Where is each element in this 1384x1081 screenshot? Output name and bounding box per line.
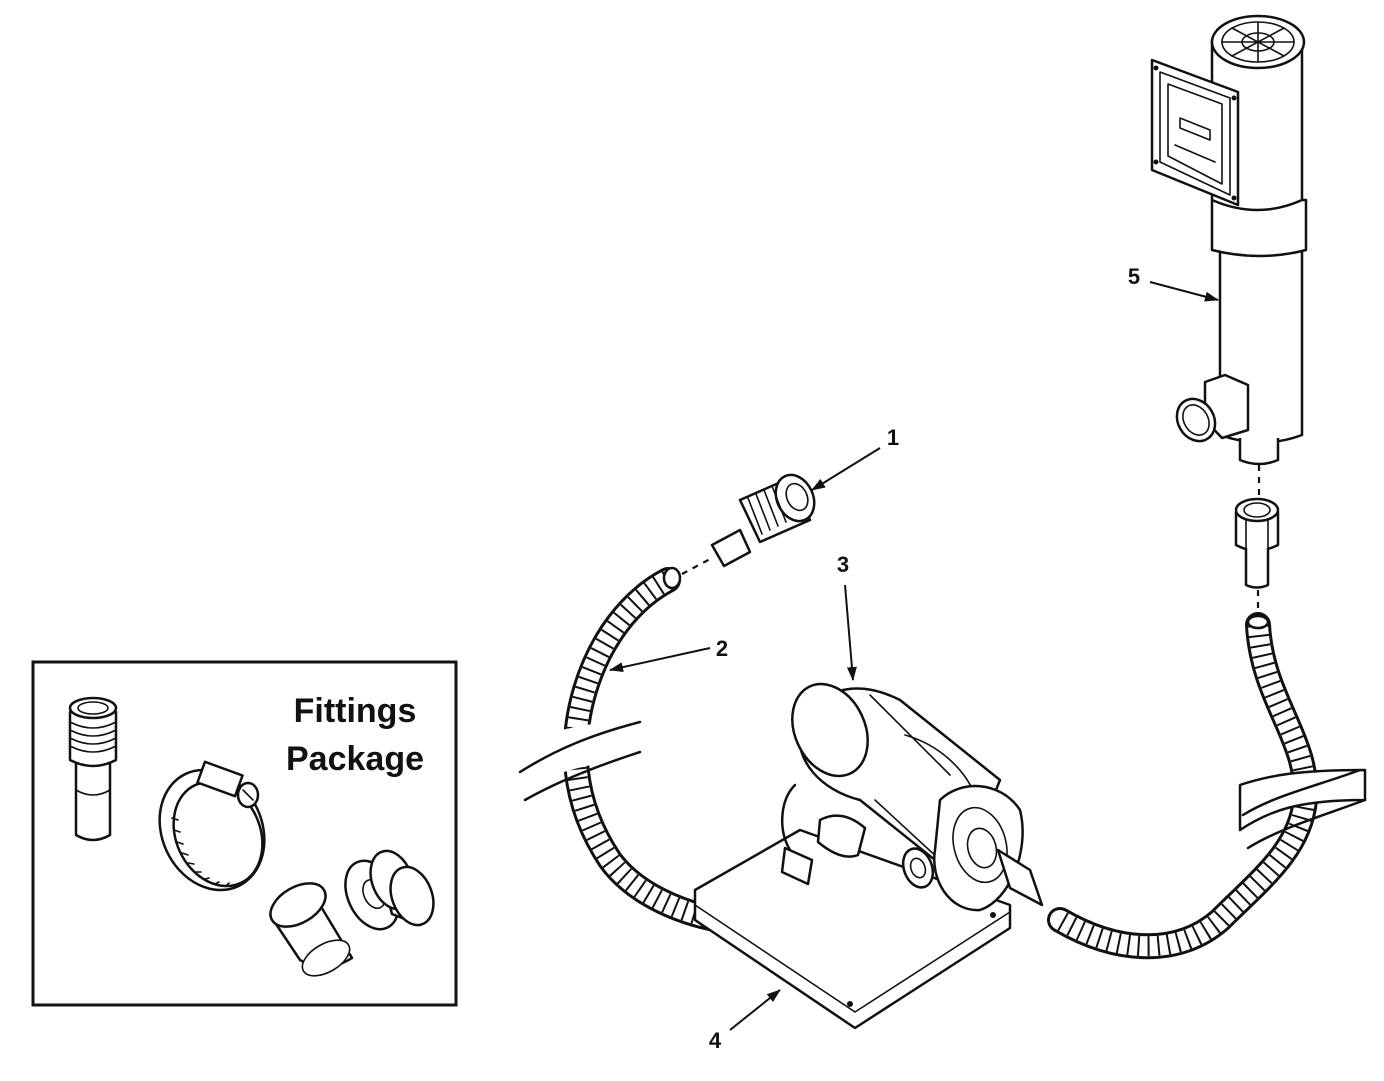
union-nut-fitting (1234, 497, 1280, 589)
fittings-package-title-line2: Package (286, 740, 424, 778)
callout-label-3: 3 (837, 552, 849, 577)
return-inlet-fitting (710, 473, 816, 568)
callout-label-5: 5 (1128, 264, 1140, 289)
spool-fitting (369, 849, 435, 927)
threaded-adapter-fitting (68, 696, 118, 842)
hose-clamp (158, 760, 266, 892)
callout-label-2: 2 (716, 636, 728, 661)
fittings-package-box: Fittings Package (31, 660, 458, 1007)
pipe-sleeve (268, 882, 354, 977)
skimmer-filter-assembly (1150, 14, 1308, 466)
callout-label-4: 4 (709, 1028, 722, 1053)
callout-arrows (609, 281, 1219, 1031)
fittings-package-title-line1: Fittings (294, 692, 417, 730)
assembly-dashed-line (681, 557, 713, 575)
callout-label-1: 1 (887, 425, 899, 450)
right-corrugated-hose (1047, 612, 1367, 960)
pump-motor (780, 682, 1044, 912)
